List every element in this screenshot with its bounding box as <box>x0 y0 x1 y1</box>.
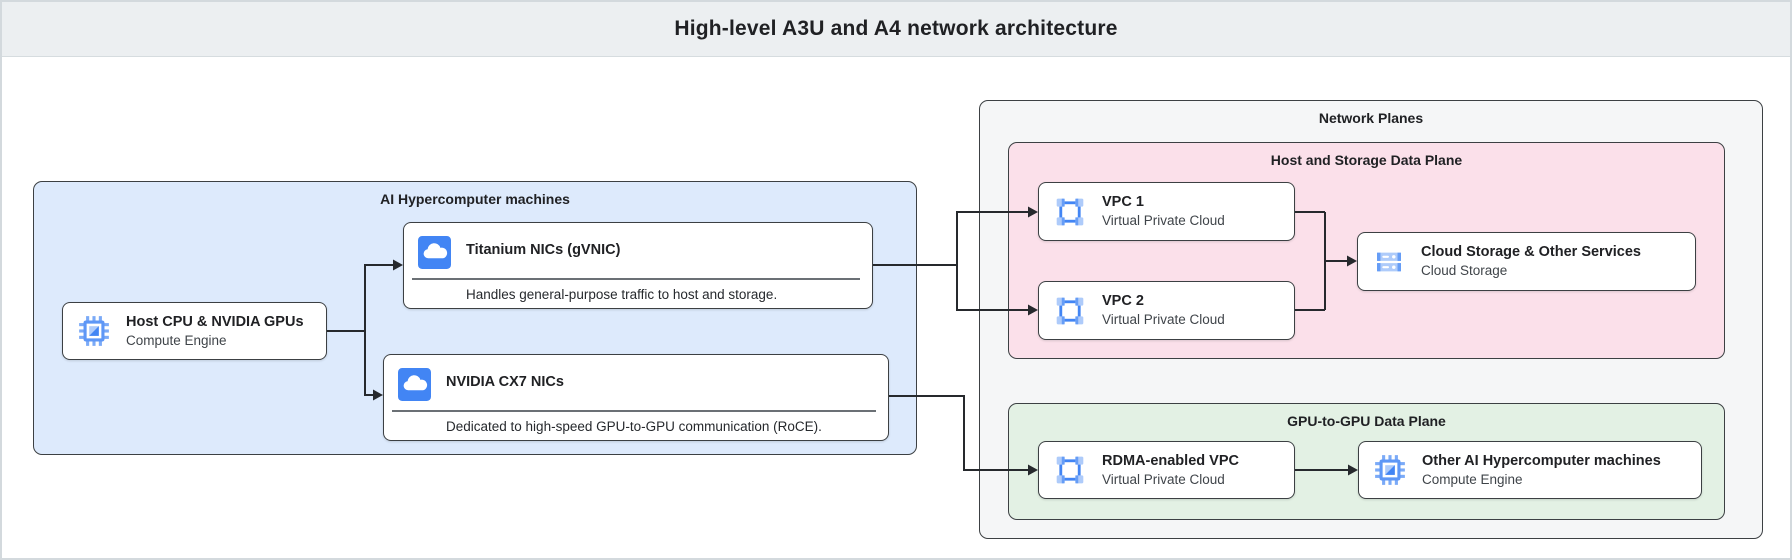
other-machines-subtitle: Compute Engine <box>1422 471 1523 487</box>
titanium-nics-node: Titanium NICs (gVNIC) Handles general-pu… <box>403 222 873 309</box>
cloud-nic-icon <box>418 236 451 269</box>
vpc-icon <box>1053 195 1087 229</box>
host-cpu-title: Host CPU & NVIDIA GPUs <box>126 313 304 330</box>
rdma-vpc-title: RDMA-enabled VPC <box>1102 452 1239 469</box>
vpc1-subtitle: Virtual Private Cloud <box>1102 213 1225 229</box>
cloud-nic-icon <box>398 368 431 401</box>
titanium-nics-description: Handles general-purpose traffic to host … <box>466 287 778 302</box>
rdma-vpc-subtitle: Virtual Private Cloud <box>1102 471 1225 487</box>
other-machines-title: Other AI Hypercomputer machines <box>1422 452 1661 469</box>
rdma-vpc-node: RDMA-enabled VPC Virtual Private Cloud <box>1038 441 1295 499</box>
vpc1-node: VPC 1 Virtual Private Cloud <box>1038 182 1295 241</box>
ai-hypercomputer-group-label: AI Hypercomputer machines <box>380 191 570 207</box>
divider <box>412 278 860 280</box>
vpc2-title: VPC 2 <box>1102 293 1144 310</box>
page-title: High-level A3U and A4 network architectu… <box>674 17 1118 40</box>
host-cpu-node: Host CPU & NVIDIA GPUs Compute Engine <box>62 302 327 360</box>
cloud-storage-title: Cloud Storage & Other Services <box>1421 244 1641 261</box>
vpc1-title: VPC 1 <box>1102 194 1144 211</box>
diagram-header: High-level A3U and A4 network architectu… <box>2 2 1790 57</box>
vpc2-subtitle: Virtual Private Cloud <box>1102 312 1225 328</box>
network-planes-group-label: Network Planes <box>1318 110 1424 126</box>
vpc-icon <box>1053 294 1087 328</box>
other-machines-node: Other AI Hypercomputer machines Compute … <box>1358 441 1702 499</box>
vpc-icon <box>1053 453 1087 487</box>
cx7-nics-node: NVIDIA CX7 NICs Dedicated to high-speed … <box>383 354 889 441</box>
host-storage-plane-label: Host and Storage Data Plane <box>1270 152 1463 168</box>
vpc2-node: VPC 2 Virtual Private Cloud <box>1038 281 1295 340</box>
compute-engine-icon <box>77 314 111 348</box>
compute-engine-icon <box>1373 453 1407 487</box>
cloud-storage-node: Cloud Storage & Other Services Cloud Sto… <box>1357 232 1696 291</box>
cloud-storage-subtitle: Cloud Storage <box>1421 263 1508 279</box>
cx7-nics-description: Dedicated to high-speed GPU-to-GPU commu… <box>446 419 822 434</box>
gpu-plane-label: GPU-to-GPU Data Plane <box>1287 413 1446 429</box>
divider <box>392 410 876 412</box>
cloud-storage-icon <box>1372 245 1406 279</box>
host-cpu-subtitle: Compute Engine <box>126 332 227 348</box>
titanium-nics-title: Titanium NICs (gVNIC) <box>466 242 621 258</box>
cx7-nics-title: NVIDIA CX7 NICs <box>446 374 564 390</box>
